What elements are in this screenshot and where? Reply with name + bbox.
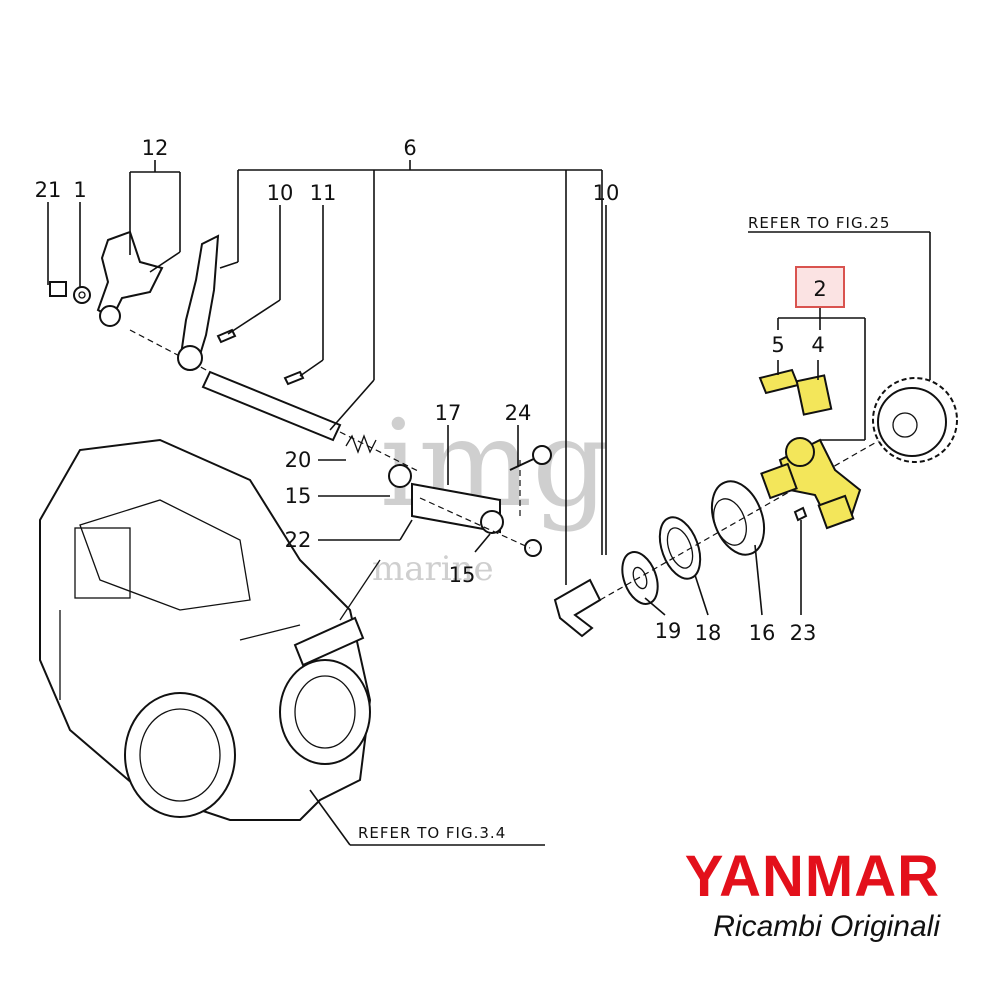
leader-12-tip bbox=[149, 251, 181, 273]
part-number-labels: 12 6 21 1 10 11 10 17 24 20 15 22 15 2 5… bbox=[35, 136, 827, 645]
housing-bearing-inner bbox=[139, 708, 221, 802]
arm-15-lower bbox=[553, 578, 602, 638]
bush-15-upper bbox=[388, 464, 412, 488]
shift-lever-assembly bbox=[49, 230, 421, 473]
washer-19-hole bbox=[632, 566, 648, 590]
label-16: 16 bbox=[749, 621, 776, 645]
needle-bearing-18 bbox=[658, 516, 702, 580]
label-22: 22 bbox=[285, 528, 312, 552]
spring-20 bbox=[345, 434, 377, 454]
label-10-right: 10 bbox=[593, 181, 620, 205]
brand-logo-yanmar: YANMAR bbox=[684, 844, 940, 909]
collar-16-inner bbox=[713, 498, 747, 546]
callout-box-2[interactable] bbox=[795, 266, 845, 308]
leader-6-mid-tip bbox=[329, 379, 375, 431]
label-12: 12 bbox=[142, 136, 169, 160]
label-6: 6 bbox=[403, 136, 416, 160]
watermark-subtext: marine bbox=[372, 549, 494, 589]
fork-6-boss bbox=[177, 345, 203, 371]
washer-1-hole bbox=[78, 291, 86, 299]
pin-11 bbox=[283, 370, 305, 386]
label-15-lower: 15 bbox=[449, 563, 476, 587]
needle-bearing-18-inner bbox=[666, 527, 694, 569]
bracket-17 bbox=[411, 482, 501, 534]
shift-shaft bbox=[201, 370, 342, 442]
label-23: 23 bbox=[790, 621, 817, 645]
refer-fig-3-4: REFER TO FIG.3.4 bbox=[358, 824, 506, 842]
bolt-24-head bbox=[532, 445, 552, 465]
label-24: 24 bbox=[505, 401, 532, 425]
gear-refer-fig25 bbox=[872, 377, 958, 463]
brand-block: YANMAR Ricambi Originali bbox=[600, 848, 940, 944]
block-4[interactable] bbox=[795, 374, 833, 416]
leader-fig34 bbox=[309, 789, 351, 846]
leader-10a-tip bbox=[227, 299, 281, 335]
bush-15-lower bbox=[480, 510, 504, 534]
collar-16 bbox=[710, 480, 766, 556]
leader-6-left-tip bbox=[219, 261, 239, 269]
bracket-axis-line bbox=[419, 497, 531, 549]
watermark: img marine bbox=[372, 395, 609, 589]
housing-top-face bbox=[79, 499, 251, 611]
yoke-2-shoe-right[interactable] bbox=[817, 494, 855, 530]
leader-22-tip bbox=[399, 519, 413, 541]
refer-fig-25: REFER TO FIG.25 bbox=[748, 214, 890, 232]
label-11: 11 bbox=[310, 181, 337, 205]
nut-lower bbox=[524, 539, 542, 557]
housing-cover-inner bbox=[294, 675, 356, 749]
leader-11-tip bbox=[299, 359, 324, 377]
label-20: 20 bbox=[285, 448, 312, 472]
label-19: 19 bbox=[655, 619, 682, 643]
leader-lines bbox=[47, 160, 931, 846]
housing-rib bbox=[239, 624, 301, 641]
label-10-left: 10 bbox=[267, 181, 294, 205]
label-4: 4 bbox=[811, 333, 824, 357]
label-2: 2 bbox=[813, 277, 826, 301]
yoke-2-shoe-left[interactable] bbox=[760, 462, 798, 500]
pin-5[interactable] bbox=[758, 368, 800, 395]
leader-19 bbox=[644, 597, 666, 616]
label-21: 21 bbox=[35, 178, 62, 202]
gearbox-housing bbox=[39, 438, 381, 821]
yoke-2-hub[interactable] bbox=[785, 437, 815, 467]
gear-bore bbox=[892, 412, 918, 438]
screw-23 bbox=[793, 506, 808, 522]
leader-18 bbox=[694, 574, 709, 616]
label-17: 17 bbox=[435, 401, 462, 425]
label-1: 1 bbox=[73, 178, 86, 202]
gear-axis-line bbox=[599, 439, 881, 601]
housing-cover bbox=[279, 659, 371, 765]
gear-body bbox=[877, 387, 947, 457]
brand-subtitle: Ricambi Originali bbox=[713, 910, 940, 943]
washer-1 bbox=[73, 286, 91, 304]
lever-12 bbox=[96, 230, 164, 320]
housing-bearing-bore bbox=[124, 692, 236, 818]
housing-link-line bbox=[339, 559, 381, 621]
nut-21 bbox=[49, 281, 67, 297]
lever-12-boss bbox=[99, 305, 121, 327]
housing-window bbox=[74, 527, 131, 599]
housing-lever-boss bbox=[293, 616, 365, 667]
label-5: 5 bbox=[771, 333, 784, 357]
right-side-parts bbox=[553, 368, 958, 638]
label-15-upper: 15 bbox=[285, 484, 312, 508]
leader-15b bbox=[474, 533, 491, 553]
label-18: 18 bbox=[695, 621, 722, 645]
leader-16 bbox=[754, 544, 763, 616]
washer-19 bbox=[621, 551, 659, 605]
bracket-assembly bbox=[388, 445, 552, 557]
